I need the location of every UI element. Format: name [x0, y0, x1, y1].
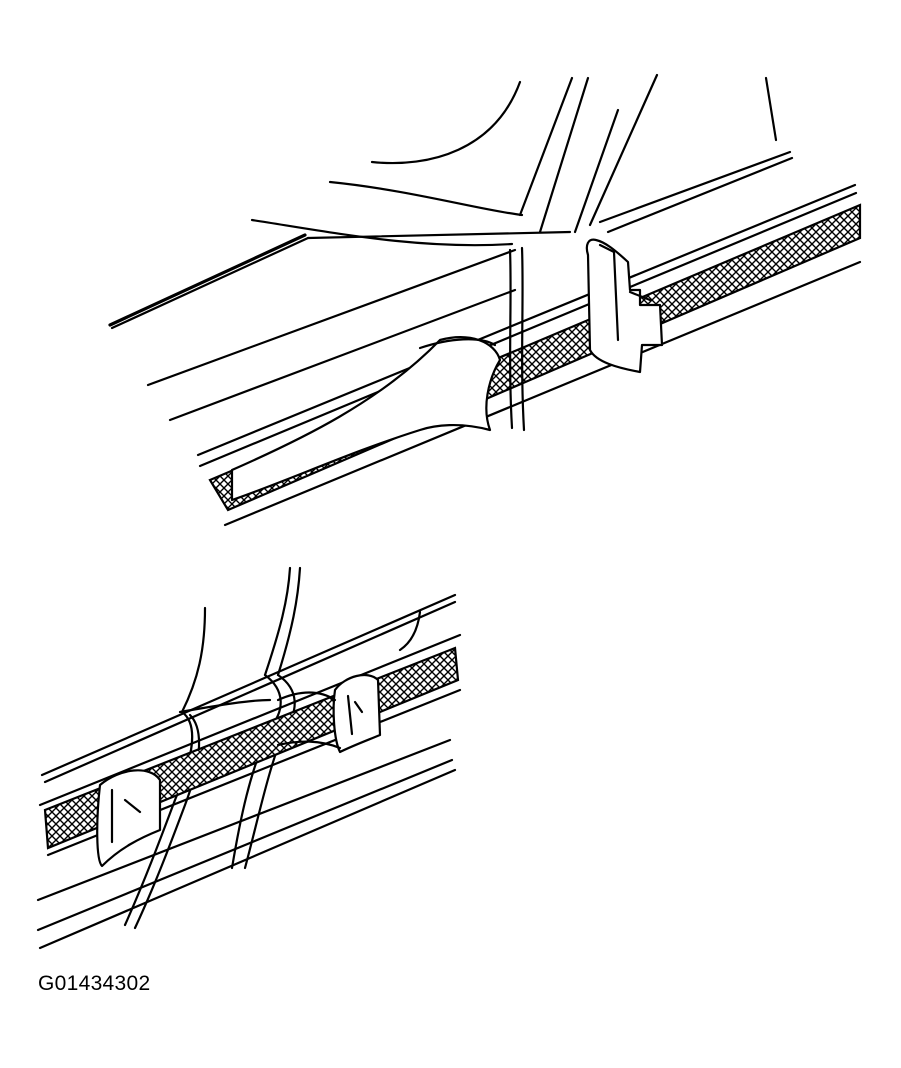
upper-roof-rail: [108, 150, 794, 422]
upper-door-post: [508, 246, 526, 432]
lower-right-clip: [332, 673, 382, 754]
upper-pillar: [518, 73, 778, 234]
upper-view: [108, 73, 862, 527]
upper-clip: [585, 238, 664, 374]
lower-rail: [36, 593, 462, 950]
upper-frame-curves: [250, 80, 524, 247]
lower-view: [36, 566, 462, 950]
figure-id-label: G01434302: [38, 972, 151, 995]
lower-retainer-loop: [178, 691, 342, 750]
upper-retainer-lip: [230, 336, 502, 502]
lower-left-clip: [96, 769, 162, 868]
